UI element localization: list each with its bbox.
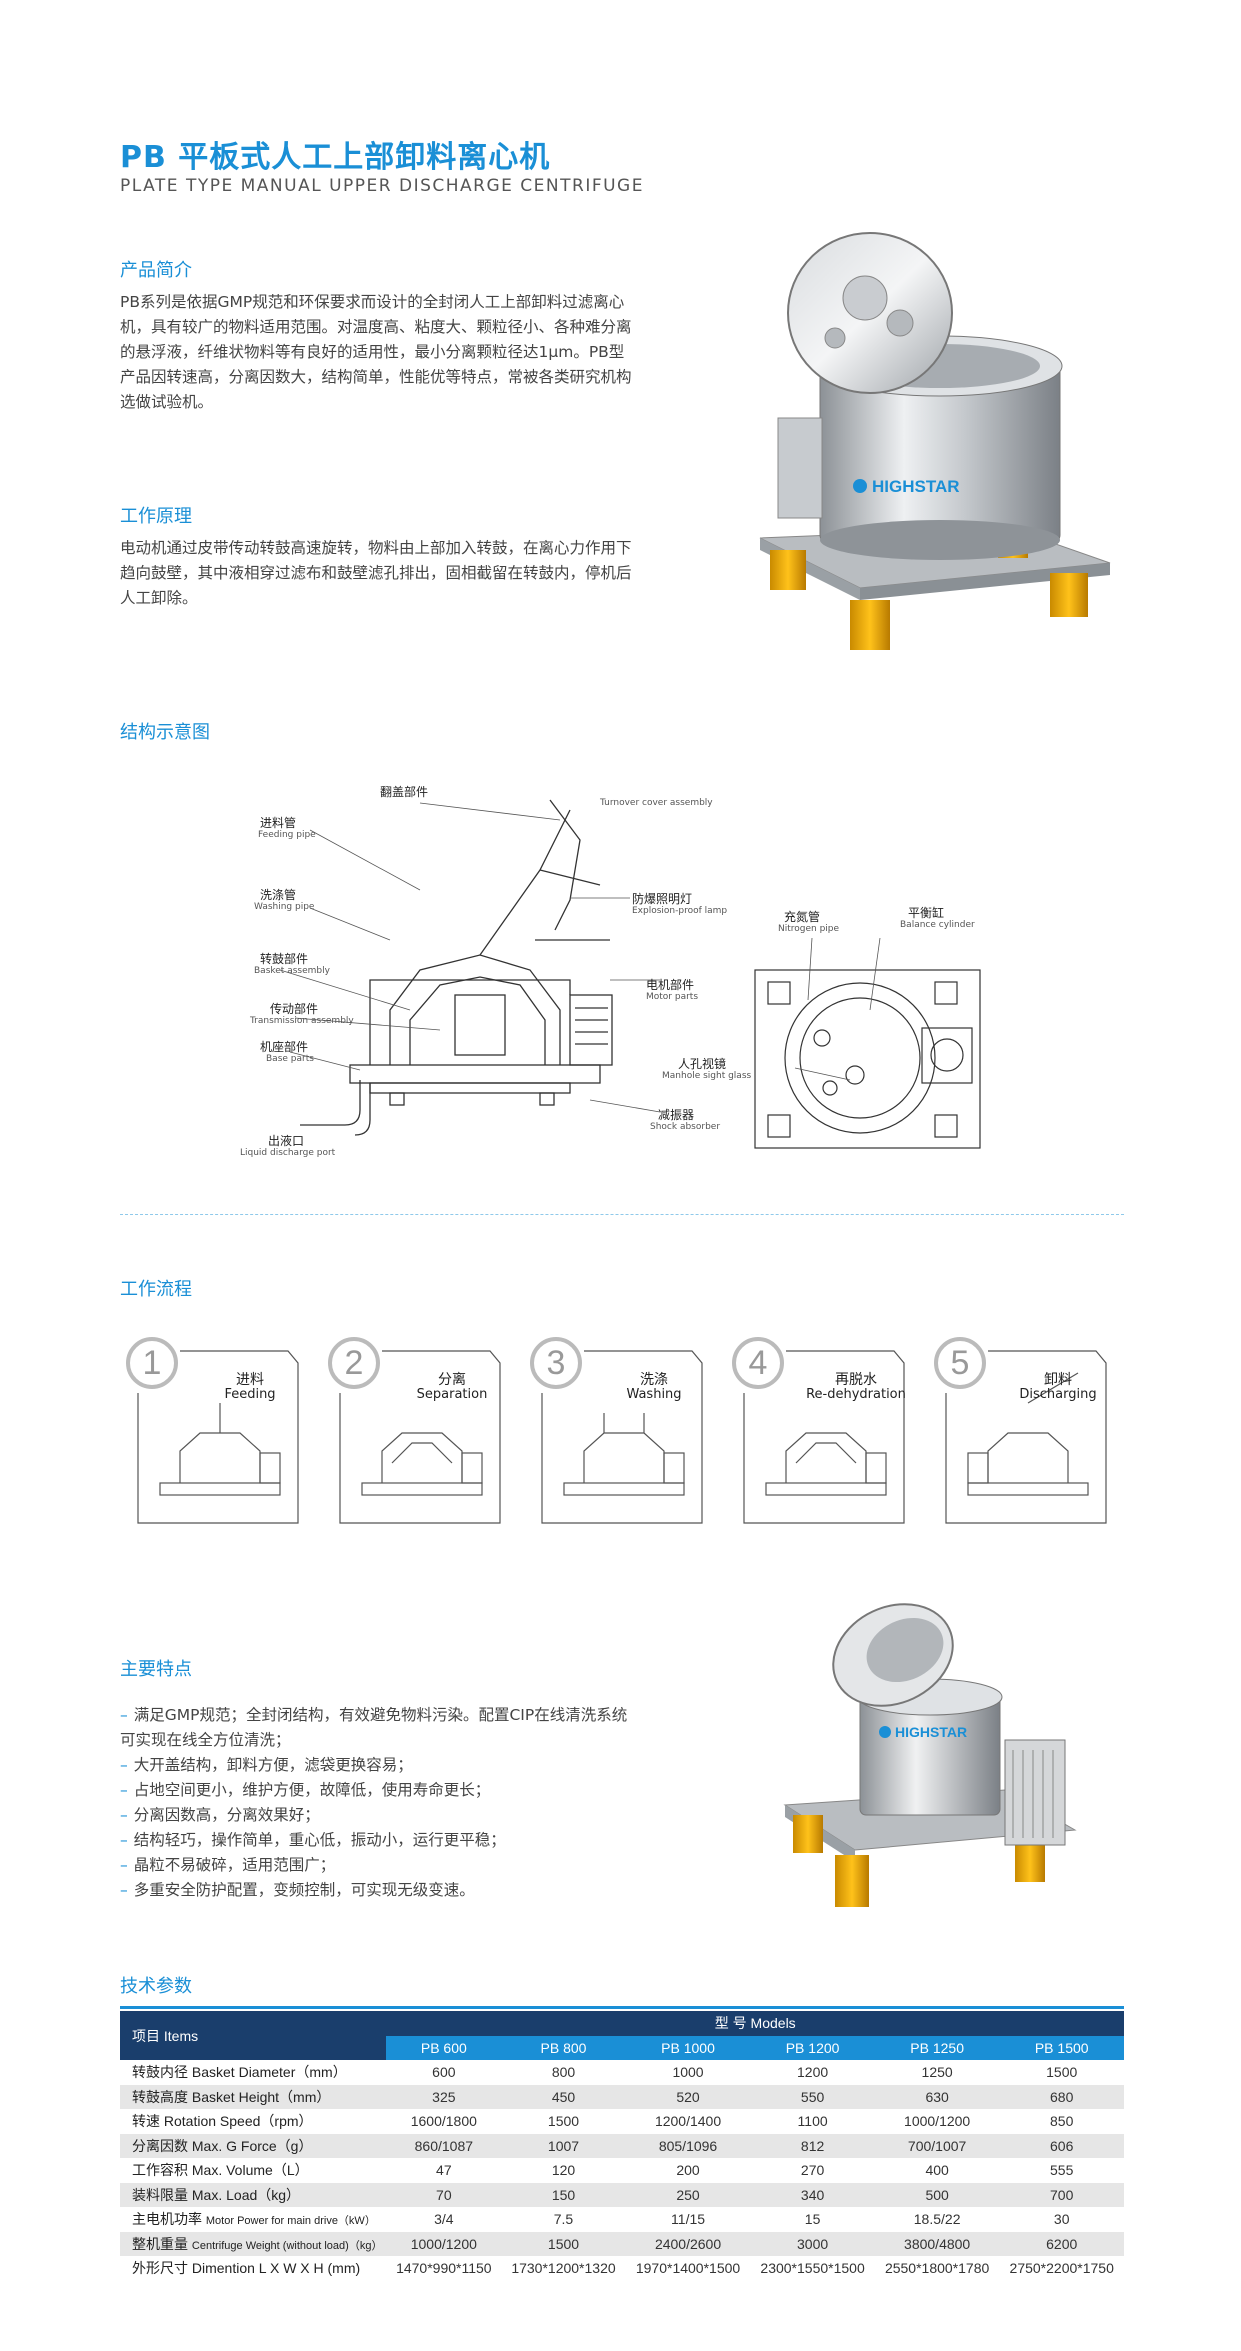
label-lamp: 防爆照明灯 — [632, 892, 693, 906]
feature-item: –结构轻巧，操作简单，重心低，振动小，运行更平稳； — [120, 1831, 506, 1849]
step-3-drawing — [541, 1350, 703, 1524]
label-basket-en: Basket assembly — [254, 966, 330, 976]
step-1-drawing — [137, 1350, 299, 1524]
label-feeding: 进料管 — [260, 816, 297, 830]
feature-item: –分离因数高，分离效果好； — [120, 1806, 320, 1824]
specs-table: 项目 Items 型 号 Models PB 600 PB 800 PB 100… — [120, 2011, 1124, 2281]
label-base-en: Base parts — [266, 1054, 314, 1064]
step-1-cn: 进料 — [236, 1372, 264, 1388]
feature-item: 可实现在线全方位清洗； — [120, 1731, 291, 1749]
table-row: 整机重量 Centrifuge Weight (without load)（kg… — [120, 2231, 1124, 2256]
model-header: PB 800 — [501, 2035, 626, 2060]
table-row: 外形尺寸 Dimention L X W X H (mm) 1470*990*1… — [120, 2256, 1124, 2281]
top-view-drawing — [754, 937, 981, 1149]
label-washing: 洗涤管 — [260, 888, 297, 902]
principle-text: 电动机通过皮带传动转鼓高速旋转，物料由上部加入转鼓，在离心力作用下趋向鼓壁，其中… — [120, 539, 632, 607]
step-2-cn: 分离 — [438, 1372, 466, 1388]
label-shock-en: Shock absorber — [650, 1122, 721, 1132]
label-manhole-en: Manhole sight glass — [662, 1071, 752, 1081]
step-3-en: Washing — [626, 1387, 682, 1402]
label-turnover-en: Turnover cover assembly — [600, 798, 713, 808]
label-shock: 减振器 — [658, 1108, 695, 1122]
feature-item: –满足GMP规范；全封闭结构，有效避免物料污染。配置CIP在线清洗系统 — [120, 1706, 628, 1724]
label-feeding-en: Feeding pipe — [258, 830, 316, 840]
feature-item: –多重安全防护配置，变频控制，可实现无级变速。 — [120, 1881, 475, 1899]
step-3-number: 3 — [530, 1337, 582, 1389]
step-4-drawing — [743, 1350, 905, 1524]
step-5-drawing — [945, 1350, 1107, 1524]
principle-heading: 工作原理 — [120, 506, 192, 527]
feature-item: –占地空间更小，维护方便，故障低，使用寿命更长； — [120, 1781, 491, 1799]
label-base: 机座部件 — [260, 1040, 309, 1054]
step-3-cn: 洗涤 — [640, 1372, 668, 1388]
label-motor: 电机部件 — [646, 978, 695, 992]
label-washing-en: Washing pipe — [254, 902, 315, 912]
step-4-number: 4 — [732, 1337, 784, 1389]
process-step-1: 1 进料 Feeding — [120, 1333, 316, 1545]
step-5-number: 5 — [934, 1337, 986, 1389]
label-basket: 转鼓部件 — [260, 952, 309, 966]
step-1-number: 1 — [126, 1337, 178, 1389]
model-header: PB 1250 — [874, 2035, 1000, 2060]
label-discharge-en: Liquid discharge port — [240, 1148, 336, 1158]
structure-heading: 结构示意图 — [120, 722, 210, 743]
step-4-cn: 再脱水 — [835, 1372, 877, 1388]
brand-logo-2: HIGHSTAR — [895, 1724, 967, 1740]
label-manhole: 人孔视镜 — [678, 1057, 727, 1071]
label-transmission-en: Transmission assembly — [250, 1016, 354, 1026]
model-header: PB 1500 — [999, 2035, 1124, 2060]
specs-rule — [120, 2006, 1124, 2009]
process-heading: 工作流程 — [120, 1279, 192, 1300]
brand-logo: HIGHSTAR — [872, 477, 960, 496]
model-header: PB 1200 — [750, 2035, 875, 2060]
label-balance-en: Balance cylinder — [900, 920, 975, 930]
step-1-en: Feeding — [224, 1387, 276, 1402]
features-heading: 主要特点 — [120, 1659, 192, 1680]
specs-item-header: 项目 Items — [120, 2011, 387, 2060]
label-nitrogen-en: Nitrogen pipe — [778, 924, 840, 934]
process-step-5: 5 卸料 Discharging — [928, 1333, 1124, 1545]
step-2-drawing — [339, 1350, 501, 1524]
section-divider — [120, 1214, 1124, 1215]
label-motor-en: Motor parts — [646, 992, 699, 1002]
page-subtitle: PLATE TYPE MANUAL UPPER DISCHARGE CENTRI… — [120, 176, 644, 196]
side-view-drawing — [279, 799, 661, 1136]
specs-heading: 技术参数 — [120, 1976, 192, 1997]
step-5-cn: 卸料 — [1044, 1372, 1072, 1388]
model-header: PB 1000 — [625, 2035, 751, 2060]
label-transmission: 传动部件 — [270, 1002, 319, 1016]
centrifuge-photo-side: HIGHSTAR — [783, 1603, 1077, 1907]
process-step-4: 4 再脱水 Re-dehydration — [726, 1333, 922, 1545]
step-4-en: Re-dehydration — [806, 1387, 906, 1402]
feature-item: –大开盖结构，卸料方便，滤袋更换容易； — [120, 1756, 413, 1774]
label-discharge: 出液口 — [268, 1134, 305, 1148]
label-lamp-en: Explosion-proof lamp — [632, 906, 728, 916]
label-turnover: 翻盖部件 — [380, 785, 429, 799]
structure-diagram-side: 翻盖部件 Turnover cover assembly 进料管 Feeding… — [240, 780, 740, 1180]
label-balance: 平衡缸 — [908, 906, 945, 920]
process-step-2: 2 分离 Separation — [322, 1333, 518, 1545]
step-2-en: Separation — [416, 1387, 488, 1402]
centrifuge-photo-open: HIGHSTAR — [759, 232, 1111, 650]
features-list: –满足GMP规范；全封闭结构，有效避免物料污染。配置CIP在线清洗系统 可实现在… — [120, 1703, 690, 1903]
step-5-en: Discharging — [1019, 1387, 1097, 1402]
step-2-number: 2 — [328, 1337, 380, 1389]
specs-models-header: 型 号 Models — [386, 2011, 1124, 2036]
label-nitrogen: 充氮管 — [784, 910, 821, 924]
intro-text: PB系列是依据GMP规范和环保要求而设计的全封闭人工上部卸料过滤离心机，具有较广… — [120, 293, 632, 411]
intro-heading: 产品简介 — [120, 260, 192, 281]
process-step-3: 3 洗涤 Washing — [524, 1333, 720, 1545]
table-row: 主电机功率 Motor Power for main drive（kW） 3/4… — [120, 2207, 1124, 2232]
model-header: PB 600 — [386, 2035, 502, 2060]
feature-item: –晶粒不易破碎，适用范围广； — [120, 1856, 336, 1874]
page-title: PB 平板式人工上部卸料离心机 — [120, 140, 551, 175]
structure-diagram-top: 充氮管 Nitrogen pipe 平衡缸 Balance cylinder 人… — [662, 900, 990, 1149]
